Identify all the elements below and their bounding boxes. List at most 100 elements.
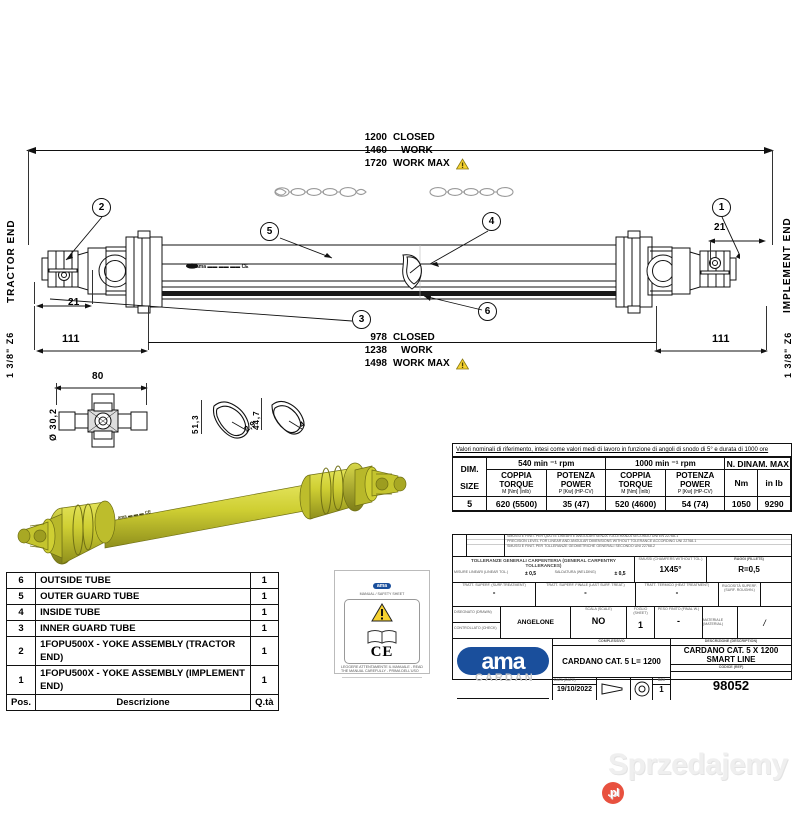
part-qty: 1 [250, 636, 279, 666]
balloon-5[interactable]: 5 [260, 222, 279, 241]
left-ext-b [92, 270, 93, 304]
right-overall-dim: 111 [712, 333, 730, 345]
code-value: 98052 [712, 678, 750, 694]
table-row[interactable]: 2 1FOPU500X - YOKE ASSEMBLY (TRACTOR END… [5, 636, 279, 666]
part-pos: 2 [5, 636, 37, 666]
bottom-dim-1-value: 1238 [364, 345, 387, 356]
part-pos: 1 [5, 665, 37, 695]
drawn-scale-row: DISEGNATO (DRAWN) CONTROLLATO (CHECK) AN… [453, 607, 791, 639]
chamfer-value: 1X45° [659, 564, 682, 574]
table-row[interactable]: 1 1FOPU500X - YOKE ASSEMBLY (IMPLEMENT E… [5, 665, 279, 695]
left-ext-a [34, 282, 35, 304]
top-dim-arrow-left [26, 147, 36, 154]
tractor-end-label: TRACTOR END [6, 219, 17, 303]
spec-dim-label: DIM. [460, 463, 479, 474]
part-pos: 3 [5, 620, 37, 637]
logo-divider [457, 698, 549, 699]
parts-list-header-row: Pos. Descrizione Q.tà [5, 694, 279, 711]
bottom-dim-2-value: 1498 [364, 358, 387, 369]
ce-label-subtitle: MANUAL / SAFETY SHEET [359, 592, 405, 596]
spec-row-dyn-nm: 1050 [724, 496, 759, 511]
cross-ext-l [56, 383, 57, 405]
part-pos: 5 [5, 588, 37, 605]
balloon-5-leader [279, 237, 333, 259]
chamfer-header: SMUSSI (CHAMFERS WITHOUT TOL.) [638, 557, 703, 561]
surface-value: - [492, 587, 496, 597]
balloon-1[interactable]: 1 [712, 198, 731, 217]
date-value: 19/10/2022 [556, 685, 593, 693]
spec-table: DIM. SIZE 540 min ⁻¹ rpm 1000 min ⁻¹ rpm… [453, 457, 791, 511]
surface2-label: TRATT. SUPERF. FINALE (LAST SURF. TREAT.… [546, 583, 625, 587]
roughness-cell: RUGOSITÀ SUPERF. (SURF. ROUGHN.) [719, 583, 761, 606]
projection-circle-cell [631, 678, 653, 700]
sheet-cell: FOGLIO (SHEET) 1 [627, 607, 655, 638]
title-block: SMUSSI E FINIT. PER QUOTE LINEARI E ANGO… [452, 534, 792, 700]
surface-treatment-cell: TRATT. SUPERF. (SURF.TREATMENT) - [453, 583, 537, 606]
profile-left-across-dim: 51,3 [191, 414, 200, 434]
table-row[interactable]: 6 OUTSIDE TUBE 1 [5, 572, 279, 589]
svg-text:ama ▬ ▬ ▬ CE: ama ▬ ▬ ▬ CE [117, 509, 151, 520]
right-spline-spec: 1 3/8" Z6 [783, 331, 793, 378]
part-qty: 1 [250, 572, 279, 589]
part-qty: 1 [250, 588, 279, 605]
description-cell: DESCRIZIONE (DESCRIPTION) CARDANO CAT. 5… [671, 639, 791, 700]
drawn-value: ANGELONE [501, 607, 571, 638]
right-ext-d [766, 306, 767, 350]
spec-row-torque-540: 620 (5500) [486, 496, 547, 511]
drawn-label: DISEGNATO (DRAWN) [453, 607, 500, 623]
spec-group-dyn: N. DINAM. MAX [724, 457, 791, 470]
ce-label-footnote: LEGGERE ATTENTAMENTE IL MANUALE - READ T… [341, 664, 424, 673]
scale-label: SCALA (SCALE) [585, 607, 612, 611]
material-value: / [737, 607, 791, 638]
top-dim-arrow-right [764, 147, 774, 154]
cross-width-dim: 80 [92, 371, 104, 382]
date-rev-row: DATA (DATE) 19/10/2022 [553, 678, 670, 700]
bottom-dimension-line [148, 342, 656, 343]
tolerance-header: TOLLERANZE GENERALI CARPENTERIA (GENERAL… [471, 558, 616, 569]
spec-header-power-1000: POTENZA POWER P [Kw] (HP-CV) [664, 469, 726, 497]
balloon-6-leader [423, 295, 483, 311]
tol-angular-value: ± 0,5 [614, 570, 626, 577]
top-dim-0-label: CLOSED [393, 132, 435, 143]
material-label: MATERIALE (MATERIAL) [703, 617, 724, 626]
watermark-text: Sprzedajemy [608, 748, 788, 781]
balloon-4[interactable]: 4 [482, 212, 501, 231]
treatment-spare-cell [761, 583, 791, 606]
sheet-value: 1 [637, 619, 643, 630]
description-label: DESCRIZIONE (DESCRIPTION) [671, 639, 791, 646]
chamfer-cell: SMUSSI (CHAMFERS WITHOUT TOL.) 1X45° [635, 557, 707, 582]
code-label: CODICE (REF) [671, 665, 791, 672]
pto-shaft-elevation: ama ▬▬ ▬▬ ▬▬ CE [41, 230, 737, 314]
part-description: 1FOPU500X - YOKE ASSEMBLY (IMPLEMENT END… [35, 665, 252, 695]
spec-row-torque-1000: 520 (4600) [605, 496, 666, 511]
surface-treatment-final-cell: TRATT. SUPERF. FINALE (LAST SURF. TREAT.… [536, 583, 636, 606]
table-row[interactable]: 4 INSIDE TUBE 1 [5, 604, 279, 621]
warning-triangle-icon [455, 157, 469, 169]
right-yoke-dim-line [708, 238, 766, 244]
cross-width-dim-line [54, 385, 148, 391]
bottom-dimension-stack: 978 CLOSED 1238 WORK 1498 WORK MAX [355, 331, 555, 370]
tolerance-general-cell: TOLLERANZE GENERALI CARPENTERIA (GENERAL… [453, 557, 635, 582]
spec-table-note: Valori nominali di riferimento, intesi c… [453, 444, 791, 457]
right-yoke-dim: 21 [714, 222, 726, 233]
date-label: DATA (DATE) [553, 678, 596, 685]
spec-h0-unit: M [Nm] (inlb) [502, 489, 531, 495]
spec-row-power-540: 35 (47) [545, 496, 607, 511]
pto-shaft-isometric-render: ama ▬ ▬ ▬ CE [17, 462, 407, 565]
part-pos: 4 [5, 604, 37, 621]
treatment-row: TRATT. SUPERF. (SURF.TREATMENT) - TRATT.… [453, 583, 791, 607]
table-row[interactable]: 5 OUTER GUARD TUBE 1 [5, 588, 279, 605]
left-ext-c [34, 306, 35, 350]
top-dimension-line [28, 150, 772, 151]
balloon-2[interactable]: 2 [92, 198, 111, 217]
assembly-label: COMPLESSIVO [553, 639, 670, 646]
balloon-3[interactable]: 3 [352, 310, 371, 329]
table-row[interactable]: 3 INNER GUARD TUBE 1 [5, 620, 279, 637]
watermark-badge: .pl [602, 782, 624, 804]
spec-h0-it: COPPIA [501, 471, 532, 480]
bottom-dim-1-label: WORK [401, 345, 433, 356]
bottom-dim-0-value: 978 [370, 332, 387, 343]
assembly-cell: COMPLESSIVO CARDANO CAT. 5 L= 1200 DATA … [553, 639, 671, 700]
projection-symbol-cell [597, 678, 631, 700]
balloon-6[interactable]: 6 [478, 302, 497, 321]
